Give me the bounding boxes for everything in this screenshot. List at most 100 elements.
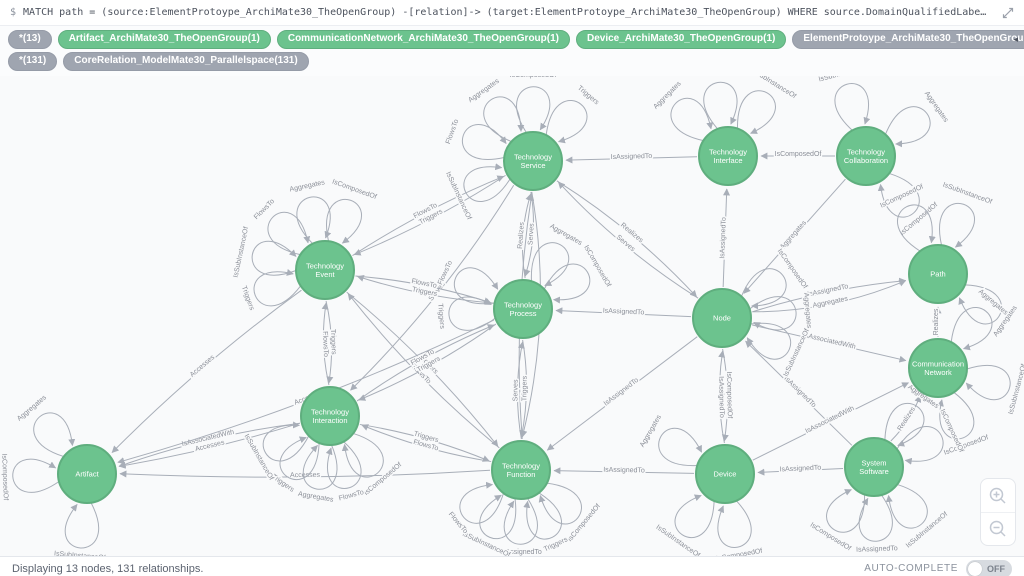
self-relationship-loop[interactable] (453, 267, 499, 305)
graph-edge[interactable] (358, 323, 497, 401)
graph-edge[interactable] (721, 348, 729, 442)
self-relationship-loop[interactable] (965, 364, 1011, 401)
self-relationship-loop[interactable] (896, 426, 944, 465)
self-relationship-loop[interactable] (483, 96, 525, 143)
query-editor-bar[interactable]: $ MATCH path = (source:ElementProtoype_A… (0, 0, 1024, 26)
self-relationship-loop[interactable] (302, 444, 338, 490)
self-relationship-loop[interactable] (538, 482, 582, 525)
graph-edge[interactable] (321, 302, 330, 386)
graph-edge[interactable] (752, 279, 907, 313)
self-relationship-loop[interactable] (703, 81, 738, 130)
graph-edge[interactable] (556, 180, 698, 298)
self-relationship-loop[interactable] (543, 263, 591, 304)
graph-edge[interactable] (522, 193, 533, 279)
self-relationship-loop[interactable] (950, 307, 993, 351)
self-relationship-loop[interactable] (749, 296, 797, 331)
graph-edge[interactable] (565, 156, 698, 164)
self-relationship-loop[interactable] (658, 427, 703, 467)
self-relationship-loop[interactable] (461, 123, 507, 160)
graph-node-dev[interactable]: Device (695, 444, 755, 504)
self-relationship-loop[interactable] (523, 492, 562, 540)
self-relationship-loop[interactable] (12, 458, 60, 493)
self-relationship-loop[interactable] (826, 489, 866, 533)
self-relationship-loop[interactable] (251, 240, 297, 276)
graph-edge[interactable] (722, 188, 731, 288)
graph-edge[interactable] (745, 340, 853, 446)
graph-node-art[interactable]: Artifact (57, 444, 117, 504)
graph-edge[interactable] (118, 422, 300, 468)
self-relationship-loop[interactable] (670, 97, 714, 142)
self-relationship-loop[interactable] (937, 391, 975, 440)
self-relationship-loop[interactable] (746, 322, 792, 360)
self-relationship-loop[interactable] (267, 211, 311, 256)
graph-node-path[interactable]: Path (908, 244, 968, 304)
self-relationship-loop[interactable] (884, 402, 925, 447)
relationship-type-pill[interactable]: *(131) (8, 51, 58, 71)
collapse-arrow-icon[interactable]: ◂ (1013, 34, 1018, 44)
autocomplete-toggle[interactable]: OFF (966, 559, 1012, 576)
self-relationship-loop[interactable] (64, 502, 99, 549)
self-relationship-loop[interactable] (740, 268, 787, 310)
self-relationship-loop[interactable] (341, 432, 384, 478)
self-relationship-loop[interactable] (939, 202, 976, 248)
self-relationship-loop[interactable] (736, 90, 776, 134)
self-relationship-loop[interactable] (858, 494, 893, 542)
self-relationship-loop[interactable] (463, 163, 511, 202)
graph-edge[interactable] (359, 423, 490, 462)
graph-edge[interactable] (346, 291, 499, 447)
self-relationship-loop[interactable] (279, 436, 320, 481)
self-relationship-loop[interactable] (717, 500, 752, 548)
zoom-out-button[interactable] (981, 512, 1015, 545)
self-relationship-loop[interactable] (448, 296, 496, 331)
self-relationship-loop[interactable] (296, 196, 332, 245)
self-relationship-loop[interactable] (503, 497, 538, 545)
graph-edge[interactable] (555, 307, 692, 318)
node-label-pill[interactable]: Device_ArchiMate30_TheOpenGroup(1) (576, 29, 787, 49)
graph-edge[interactable] (519, 339, 528, 438)
graph-edge[interactable] (350, 184, 515, 391)
graph-edge[interactable] (118, 422, 300, 469)
graph-edge[interactable] (757, 467, 844, 476)
graph-edge[interactable] (356, 275, 493, 304)
graph-edge[interactable] (752, 382, 909, 461)
graph-edge[interactable] (743, 178, 846, 294)
self-relationship-loop[interactable] (674, 494, 715, 539)
self-relationship-loop[interactable] (253, 269, 302, 307)
cypher-query-text[interactable]: MATCH path = (source:ElementProtoype_Arc… (23, 7, 1014, 18)
self-relationship-loop[interactable] (958, 284, 1003, 325)
relationship-type-pill[interactable]: CoreRelation_ModelMate30_Parallelspace(1… (63, 51, 309, 71)
self-relationship-loop[interactable] (885, 483, 928, 529)
expand-editor-icon[interactable] (1000, 5, 1016, 21)
self-relationship-loop[interactable] (33, 412, 76, 458)
graph-edge[interactable] (553, 467, 695, 475)
zoom-in-button[interactable] (981, 479, 1015, 512)
graph-edge[interactable] (361, 424, 492, 463)
graph-edge[interactable] (347, 293, 500, 449)
graph-edge[interactable] (718, 350, 726, 444)
graph-edge[interactable] (752, 277, 907, 313)
self-relationship-loop[interactable] (479, 494, 517, 540)
graph-edge[interactable] (353, 174, 506, 256)
graph-edge[interactable] (546, 336, 698, 451)
graph-edge[interactable] (356, 324, 495, 402)
self-relationship-loop[interactable] (262, 421, 310, 462)
graph-edge[interactable] (752, 324, 907, 363)
self-relationship-loop[interactable] (834, 83, 871, 131)
self-relationship-loop[interactable] (516, 86, 551, 134)
graph-edge[interactable] (111, 289, 302, 453)
node-label-pill[interactable]: *(13) (8, 29, 52, 49)
self-relationship-loop[interactable] (325, 441, 362, 489)
graph-edge[interactable] (516, 341, 525, 440)
self-relationship-loop[interactable] (897, 204, 936, 252)
node-label-pill[interactable]: Artifact_ArchiMate30_TheOpenGroup(1) (57, 29, 271, 49)
graph-node-node[interactable]: Node (692, 288, 752, 348)
